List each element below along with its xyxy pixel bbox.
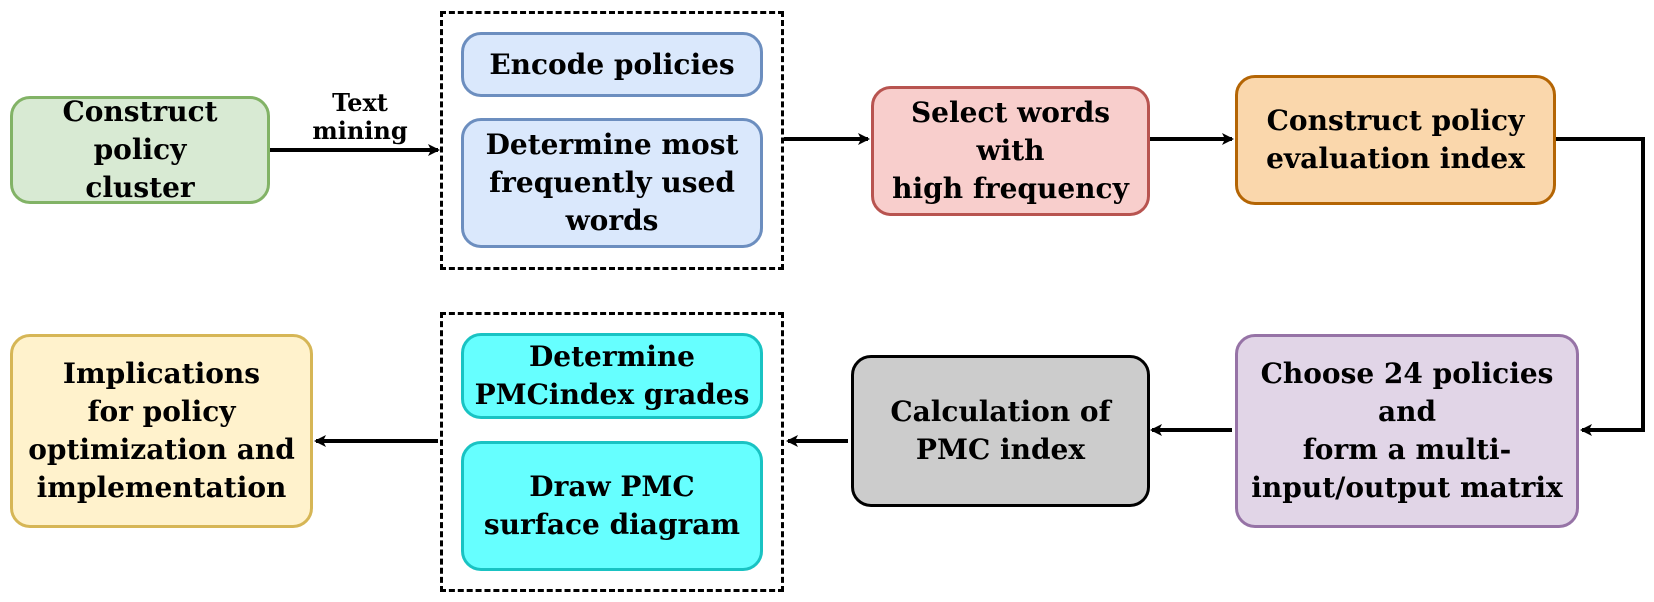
select-high-frequency-words-node: Select words with high frequency xyxy=(871,86,1150,216)
calculation-pmc-index-node: Calculation of PMC index xyxy=(851,355,1150,507)
pmc-output-group xyxy=(440,312,784,592)
text-mining-group xyxy=(440,11,784,270)
encode-policies-node: Encode policies xyxy=(461,32,763,97)
arrow-construct-index-to-choose xyxy=(1556,137,1645,436)
construct-evaluation-index-node: Construct policy evaluation index xyxy=(1235,75,1556,205)
draw-pmc-surface-node: Draw PMC surface diagram xyxy=(461,441,763,571)
choose-policies-matrix-node: Choose 24 policies and form a multi- inp… xyxy=(1235,334,1579,528)
determine-frequent-words-node: Determine most frequently used words xyxy=(461,118,763,248)
implications-node: Implications for policy optimization and… xyxy=(10,334,313,528)
construct-policy-cluster-node: Construct policy cluster xyxy=(10,95,270,204)
edge-label-text-mining: Text mining xyxy=(312,88,408,145)
determine-pmc-grades-node: Determine PMCindex grades xyxy=(461,333,763,419)
